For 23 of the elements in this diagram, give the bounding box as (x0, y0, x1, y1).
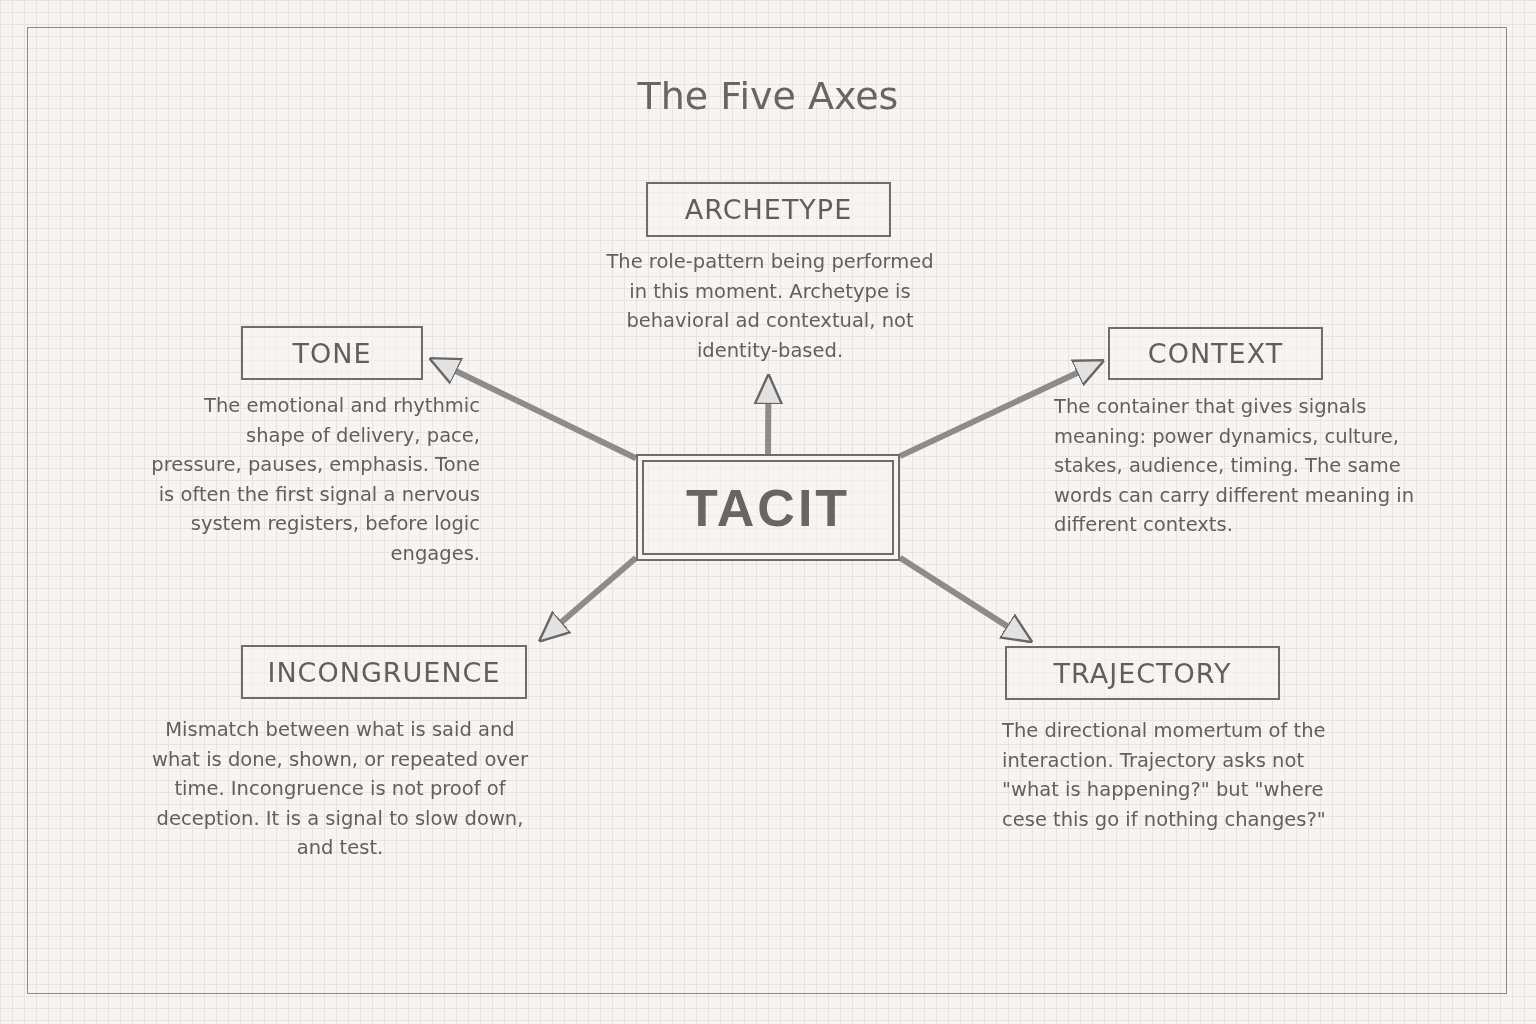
axis-box (1005, 646, 1280, 700)
axis-description: The container that gives signals meaning: power dynamics, culture, stakes, audience, timing. The same words can carry different meaning in different contexts. (1054, 394, 1416, 538)
axis-description: The role-pattern being performed in this moment. Archetype is behavioral ad contextual, not identity-based. (605, 249, 935, 364)
axis-box (241, 326, 423, 380)
central-box (636, 454, 900, 561)
arrow (898, 358, 1106, 459)
arrow (428, 356, 638, 461)
arrow (537, 555, 638, 643)
axis-label: TRAJECTORY (1053, 657, 1232, 689)
axis-description: The directional momertum of the interaction. Trajectory asks not "what is happening?" but "where cese this go if nothing changes?" (1002, 718, 1327, 833)
axis-label: CONTEXT (1147, 338, 1284, 369)
arrow (898, 555, 1034, 644)
axis-description: The emotional and rhythmic shape of delivery, pace, pressure, pauses, emphasis. Tone is often the first signal a nervous system registers, before logic engages. (150, 393, 480, 567)
axis-label: INCONGRUENCE (267, 656, 501, 688)
diagram-title: The Five Axes (636, 74, 900, 118)
axis-box (1108, 327, 1323, 380)
axis-label: TONE (292, 337, 372, 369)
arrow (753, 372, 783, 455)
central-label: TACIT (685, 477, 851, 538)
axis-description: Mismatch between what is said and what is done, shown, or repeated over time. Incongruence is not proof of deception. It is a signal to slow down, and test. (151, 717, 529, 861)
axis-box (646, 182, 891, 237)
axis-box (241, 645, 527, 699)
axis-label: ARCHETYPE (684, 194, 853, 225)
